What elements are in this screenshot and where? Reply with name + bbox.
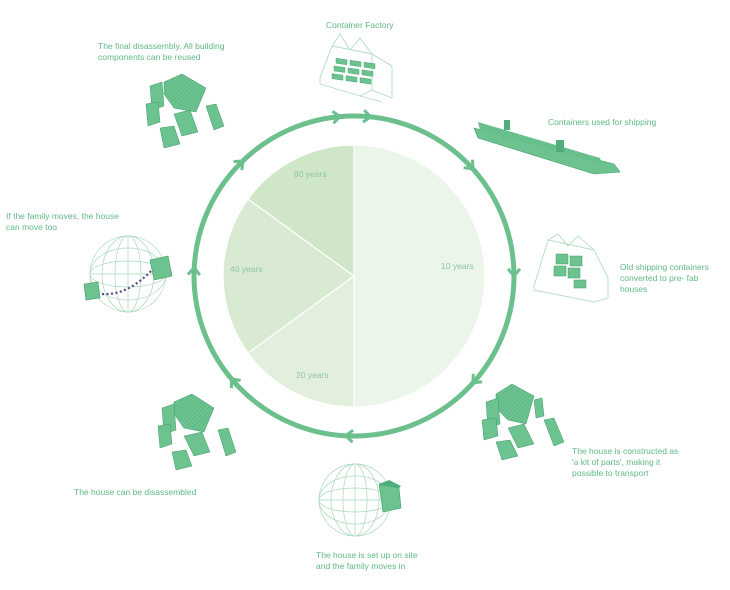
label-site: The house is set up on site and the fami…	[316, 550, 418, 571]
container-factory-icon	[319, 33, 393, 103]
cycle-arrow-2	[463, 159, 475, 171]
label-final-disassembly: The final disassembly. All building comp…	[98, 41, 225, 62]
kit-of-parts-icon	[481, 383, 565, 461]
pie-label-80-years: 80 years	[294, 169, 327, 179]
label-disassembled: The house can be disassembled	[74, 487, 197, 497]
pie-label-40-years: 40 years	[230, 264, 263, 274]
pie-slice-20-years	[247, 274, 355, 408]
disassembled-icon	[157, 393, 237, 471]
cycle-arrows	[186, 109, 522, 444]
cycle-arrow-8	[233, 159, 245, 171]
cycle-arrow-4	[471, 373, 483, 385]
cargo-ship-icon	[473, 120, 621, 175]
cycle-arrow-6	[229, 377, 241, 389]
cycle-arrow-3	[506, 267, 522, 279]
cycle-arrow-7	[186, 265, 201, 276]
lifespan-pie	[222, 144, 486, 408]
pie-slice-10-years	[353, 144, 486, 408]
label-container-factory: Container Factory	[326, 20, 394, 30]
final-disassembly-icon	[145, 73, 225, 149]
label-prefab: Old shipping containers converted to pre…	[620, 262, 709, 294]
prefab-house-icon	[533, 233, 609, 303]
cycle-arrow-1	[362, 109, 374, 124]
pie-slice-80-years	[247, 144, 355, 278]
cycle-arrow-9	[331, 110, 343, 125]
label-shipping: Containers used for shipping	[548, 117, 657, 127]
pie-label-20-years: 20 years	[296, 370, 329, 380]
globe-move-icon	[83, 235, 173, 313]
label-move: If the family moves, the house can move …	[6, 211, 119, 232]
label-kit-of-parts: The house is constructed as 'a kit of pa…	[572, 446, 679, 478]
pie-slice-40-years	[222, 198, 356, 354]
pie-label-10-years: 10 years	[441, 261, 474, 271]
globe-site-icon	[318, 463, 402, 537]
cycle-arrow-5	[343, 429, 354, 444]
